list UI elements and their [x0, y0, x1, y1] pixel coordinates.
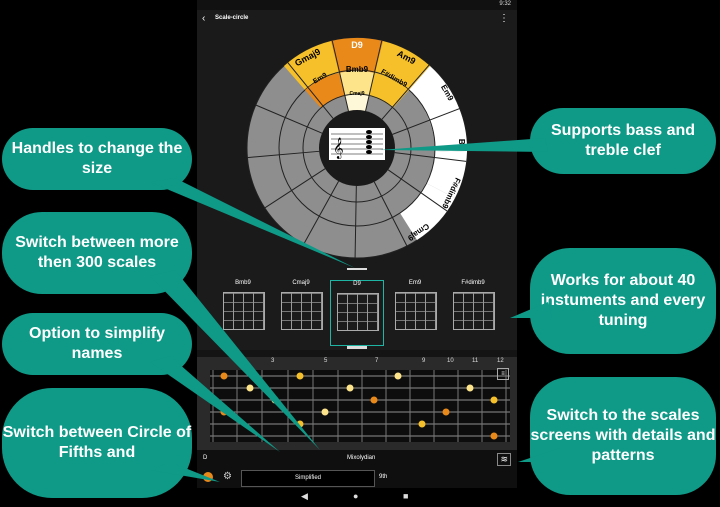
sector-bmb9[interactable]	[339, 70, 375, 96]
extension-select[interactable]: 9th	[379, 474, 388, 480]
chord-name: Em9	[408, 280, 422, 286]
chord-grid	[395, 292, 437, 330]
scale-selector-bar: D Mixolydian ≋	[197, 450, 517, 468]
sector-am9[interactable]	[375, 41, 430, 90]
sector-b9[interactable]	[429, 108, 468, 152]
chord-card[interactable]: F#dimb9	[447, 280, 499, 344]
resize-handle[interactable]	[347, 268, 367, 271]
chord-name: Cmaj9	[292, 280, 310, 286]
back-nav-icon[interactable]: ◀	[301, 491, 308, 501]
home-nav-icon[interactable]: ●	[353, 491, 359, 501]
back-icon[interactable]: ‹	[202, 13, 206, 24]
key-select[interactable]: D	[203, 455, 208, 461]
page-title: Scale-circle	[215, 15, 249, 21]
circle-mode-icon[interactable]	[203, 472, 213, 482]
fret-number: 10	[447, 358, 454, 364]
chord-grid	[223, 292, 265, 330]
fret-number: 12	[497, 358, 504, 364]
sector-d9[interactable]	[331, 37, 383, 73]
callout-bass-treble: Supports bass and treble clef	[530, 108, 716, 174]
fret-number: 3	[271, 358, 275, 364]
chord-grid	[337, 293, 379, 331]
chord-grid	[281, 292, 323, 330]
callout-scales-screens: Switch to the scales screens with detail…	[530, 377, 716, 495]
scale-select[interactable]: Mixolydian	[347, 455, 376, 461]
sector-em9-mid[interactable]	[305, 73, 345, 108]
callout-circle-fifths: Switch between Circle of Fifths and	[2, 388, 192, 498]
chord-card[interactable]: Em9	[389, 280, 441, 344]
callout-handles: Handles to change the size	[2, 128, 192, 190]
chord-card[interactable]: Cmaj9	[275, 280, 327, 344]
chord-strip: Bmb9 Cmaj9 D9 Em9 F#dimb9	[197, 270, 517, 350]
recents-nav-icon[interactable]: ■	[403, 491, 409, 501]
chord-card-selected[interactable]: D9	[330, 280, 384, 346]
top-bar: ‹ Scale-circle ⋮	[197, 10, 517, 30]
system-nav-bar: ◀ ● ■	[197, 488, 517, 507]
settings-mini-icon[interactable]: ≡	[497, 368, 509, 380]
callout-instruments: Works for about 40 instuments and every …	[530, 248, 716, 354]
chord-grid	[453, 292, 495, 330]
fret-number: 7	[375, 358, 379, 364]
sector-em9-outer[interactable]	[409, 66, 459, 120]
simplified-toggle[interactable]: Simplified	[241, 470, 375, 487]
sector-gmaj9[interactable]	[284, 41, 339, 90]
chord-name: D9	[353, 281, 361, 287]
options-bar: ⚙ Simplified 9th	[197, 468, 517, 488]
scales-screen-icon[interactable]: ≋	[497, 453, 511, 466]
gear-icon[interactable]: ⚙	[223, 471, 232, 482]
chord-card[interactable]: Bmb9	[217, 280, 269, 344]
status-bar: 9:32	[197, 0, 517, 10]
fret-numbers: 3 5 7 9 10 11 12	[197, 358, 517, 368]
more-vert-icon[interactable]: ⋮	[499, 13, 509, 24]
label-d9: D9	[351, 40, 363, 50]
fret-number: 5	[324, 358, 328, 364]
sector-cmaj9[interactable]	[400, 183, 455, 240]
status-time: 9:32	[499, 1, 511, 7]
chord-name: F#dimb9	[461, 280, 485, 286]
label-bmb9: Bmb9	[346, 65, 369, 74]
treble-clef-icon: 𝄞	[333, 138, 344, 159]
label-cmaj9-inner: Cmaj9	[349, 91, 364, 97]
sector-cmaj9-inner[interactable]	[345, 94, 369, 112]
chord-name: Bmb9	[235, 280, 251, 286]
sector-fdim[interactable]	[426, 151, 467, 198]
resize-handle[interactable]	[347, 346, 367, 349]
fret-number: 9	[422, 358, 426, 364]
fret-number: 11	[472, 358, 479, 364]
